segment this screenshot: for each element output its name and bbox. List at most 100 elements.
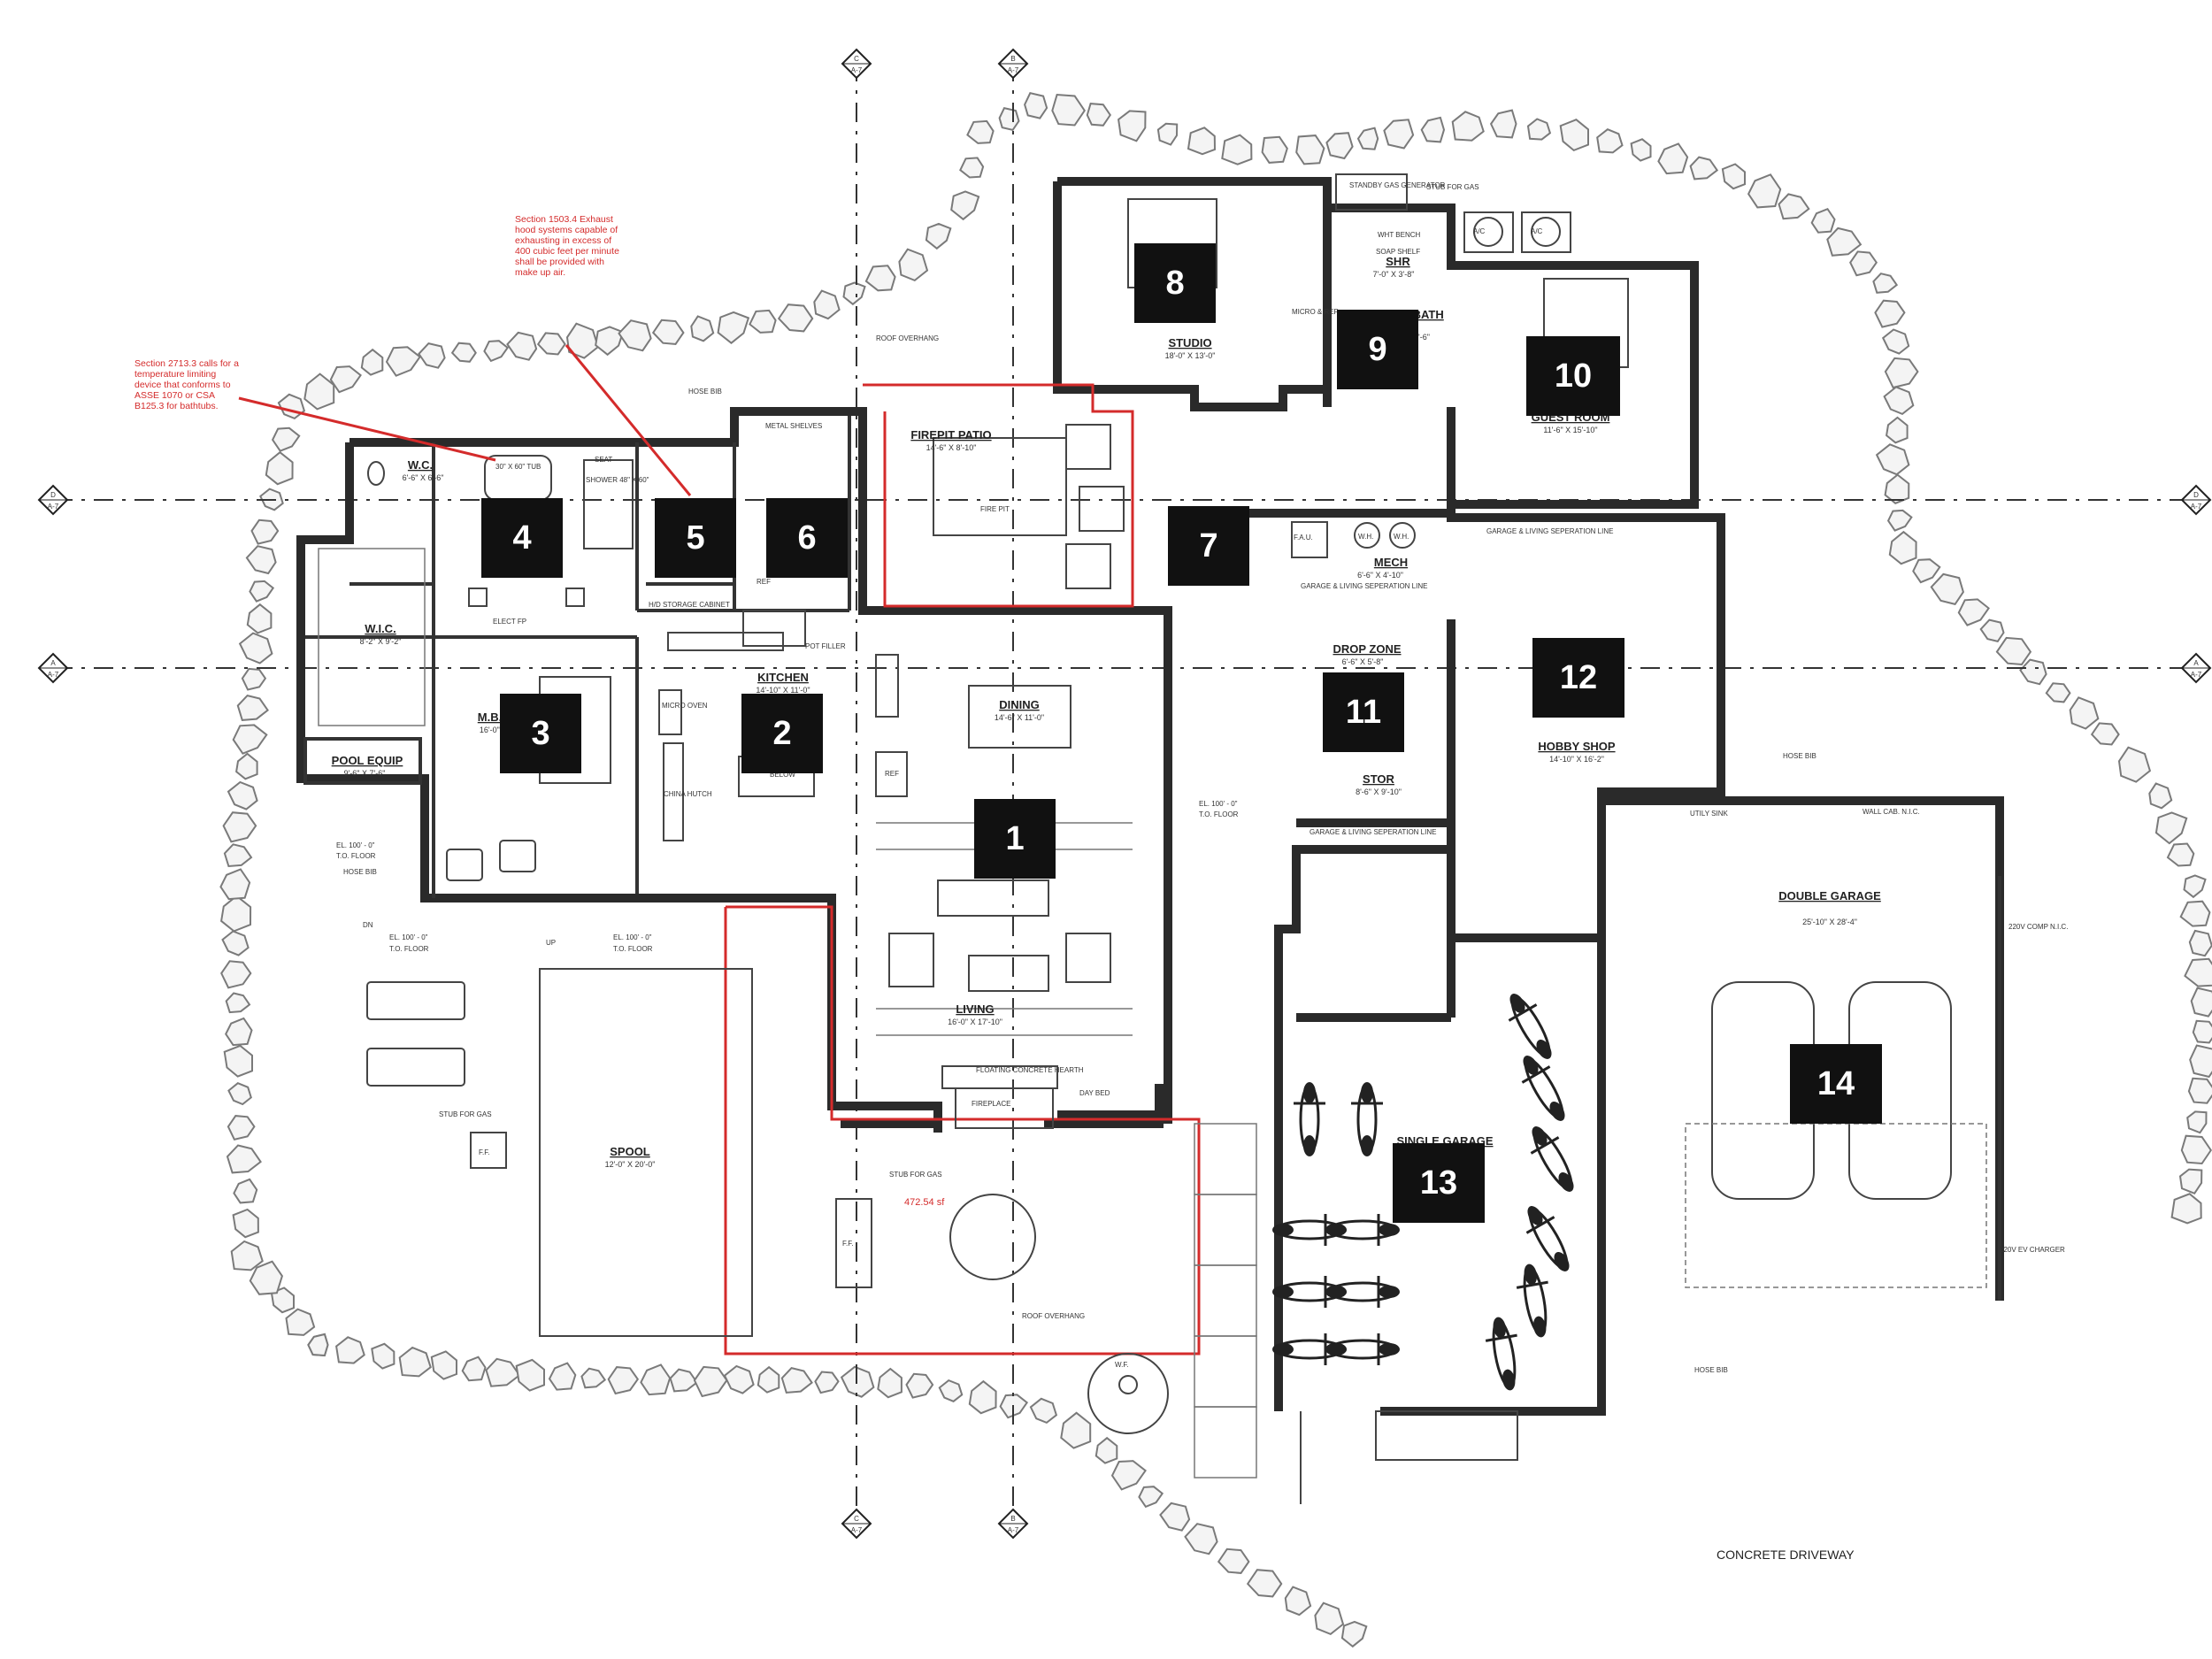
svg-text:5: 5 <box>686 519 704 557</box>
rock-shape <box>968 1379 997 1415</box>
rock-shape <box>1995 636 2032 666</box>
badge-13[interactable]: 13 <box>1393 1143 1485 1223</box>
rock-shape <box>360 348 384 376</box>
rock-shape <box>1886 416 1909 444</box>
rock-shape <box>1060 1411 1092 1449</box>
badge-8[interactable]: 8 <box>1134 243 1216 323</box>
rock-shape <box>780 1366 813 1394</box>
to-floor-label-3: T.O. FLOOR <box>613 945 653 953</box>
rock-shape <box>1979 618 2005 643</box>
fau-label: F.A.U. <box>1294 534 1313 541</box>
rock-shape <box>1156 122 1179 146</box>
badge-12[interactable]: 12 <box>1532 638 1624 718</box>
rock-shape <box>1630 138 1652 162</box>
svg-text:12: 12 <box>1560 659 1597 696</box>
grid-bubble-left-d: D A-7 <box>37 484 69 516</box>
rock-shape <box>241 667 267 691</box>
garage-sep-label-1: GARAGE & LIVING SEPERATION LINE <box>1301 582 1427 590</box>
room-guest-room-dim: 11'-6" X 15'-10" <box>1543 426 1597 434</box>
rock-shape <box>249 580 275 603</box>
rock-shape <box>285 1308 316 1336</box>
rock-shape <box>1110 1460 1147 1491</box>
badge-2[interactable]: 2 <box>741 694 823 773</box>
rock-shape <box>2117 746 2152 783</box>
grid-bubble-top-c: C A-7 <box>841 48 872 80</box>
rock-shape <box>1094 1436 1118 1464</box>
room-double-garage-dim: 25'-10" X 28'-4" <box>1802 918 1857 926</box>
rock-shape <box>398 1346 432 1378</box>
badge-14[interactable]: 14 <box>1790 1044 1882 1124</box>
micro-oven-label: MICRO OVEN <box>662 702 708 710</box>
rock-shape <box>1284 1586 1312 1617</box>
el-label-4: EL. 100' - 0" <box>1199 800 1238 808</box>
rock-shape <box>1874 299 1906 328</box>
rock-shape <box>371 1342 396 1370</box>
room-hobby-shop-label: HOBBY SHOP <box>1538 740 1615 753</box>
ac-label-1: A/C <box>1473 227 1486 235</box>
rock-shape <box>1489 109 1517 139</box>
fire-pit-label: FIRE PIT <box>980 505 1010 513</box>
rock-shape <box>1325 132 1354 160</box>
svg-text:7: 7 <box>1199 527 1217 565</box>
rock-shape <box>250 518 280 545</box>
ac-label-2: A/C <box>1531 227 1543 235</box>
svg-text:4: 4 <box>512 519 531 557</box>
rock-shape <box>1024 92 1048 119</box>
rock-shape <box>1881 328 1910 355</box>
seat-label: SEAT <box>595 456 612 464</box>
rock-shape <box>450 342 477 363</box>
rock-shape <box>749 309 777 334</box>
badge-5[interactable]: 5 <box>655 498 736 578</box>
svg-text:A-7: A-7 <box>48 671 59 679</box>
rock-shape <box>905 1372 934 1399</box>
badge-11[interactable]: 11 <box>1323 672 1404 752</box>
elect-fp-label: ELECT FP <box>493 618 526 626</box>
rock-shape <box>1246 1569 1283 1598</box>
grid-bubble-bottom-c: C A-7 <box>841 1508 872 1540</box>
rock-shape <box>2184 957 2212 987</box>
soap-shelf-label: SOAP SHELF <box>1376 248 1420 256</box>
el-label-2: EL. 100' - 0" <box>389 933 428 941</box>
rock-shape <box>232 724 268 755</box>
rock-shape <box>1029 1397 1058 1425</box>
rock-shape <box>223 843 253 868</box>
rock-shape <box>1526 118 1552 141</box>
badge-10[interactable]: 10 <box>1526 336 1620 416</box>
garage-sep-label-2: GARAGE & LIVING SEPERATION LINE <box>1486 527 1613 535</box>
rock-shape <box>265 450 294 486</box>
rock-shape <box>1184 1523 1218 1555</box>
svg-text:A-7: A-7 <box>1008 1526 1019 1534</box>
rock-shape <box>1261 135 1288 164</box>
rock-shape <box>1721 163 1746 190</box>
badge-6[interactable]: 6 <box>766 498 848 578</box>
motorcycle-icon <box>1508 994 1552 1059</box>
room-shr-label: SHR <box>1386 255 1410 268</box>
badge-9[interactable]: 9 <box>1337 310 1418 389</box>
rock-shape <box>225 1017 253 1047</box>
room-pool-equip-dim: 9'-6" X 7'-6" <box>344 769 386 778</box>
badge-3[interactable]: 3 <box>500 694 581 773</box>
rock-shape <box>693 1365 728 1398</box>
badge-1[interactable]: 1 <box>974 799 1056 879</box>
rock-shape <box>2179 900 2211 927</box>
rock-shape <box>2180 1134 2212 1165</box>
rock-shape <box>418 342 446 369</box>
rock-shape <box>1138 1486 1164 1509</box>
wht-bench-label: WHT BENCH <box>1378 231 1421 239</box>
rock-shape <box>1883 386 1915 416</box>
rock-shape <box>227 780 258 810</box>
hose-bib-label-3: HOSE BIB <box>1783 752 1816 760</box>
rock-shape <box>222 811 257 843</box>
pot-filler-label: POT FILLER <box>805 642 846 650</box>
rock-shape <box>219 868 251 901</box>
room-spool-label: SPOOL <box>610 1145 650 1158</box>
room-pool-equip-label: POOL EQUIP <box>332 754 403 767</box>
rock-shape <box>220 960 252 989</box>
rock-shape <box>1912 558 1941 584</box>
badge-4[interactable]: 4 <box>481 498 563 578</box>
rock-shape <box>1383 119 1415 150</box>
badge-7[interactable]: 7 <box>1168 506 1249 586</box>
rock-border <box>219 92 2212 1648</box>
annotation-labels: 30" X 60" TUB SEAT SHOWER 48" X 60" META… <box>336 181 2068 1562</box>
